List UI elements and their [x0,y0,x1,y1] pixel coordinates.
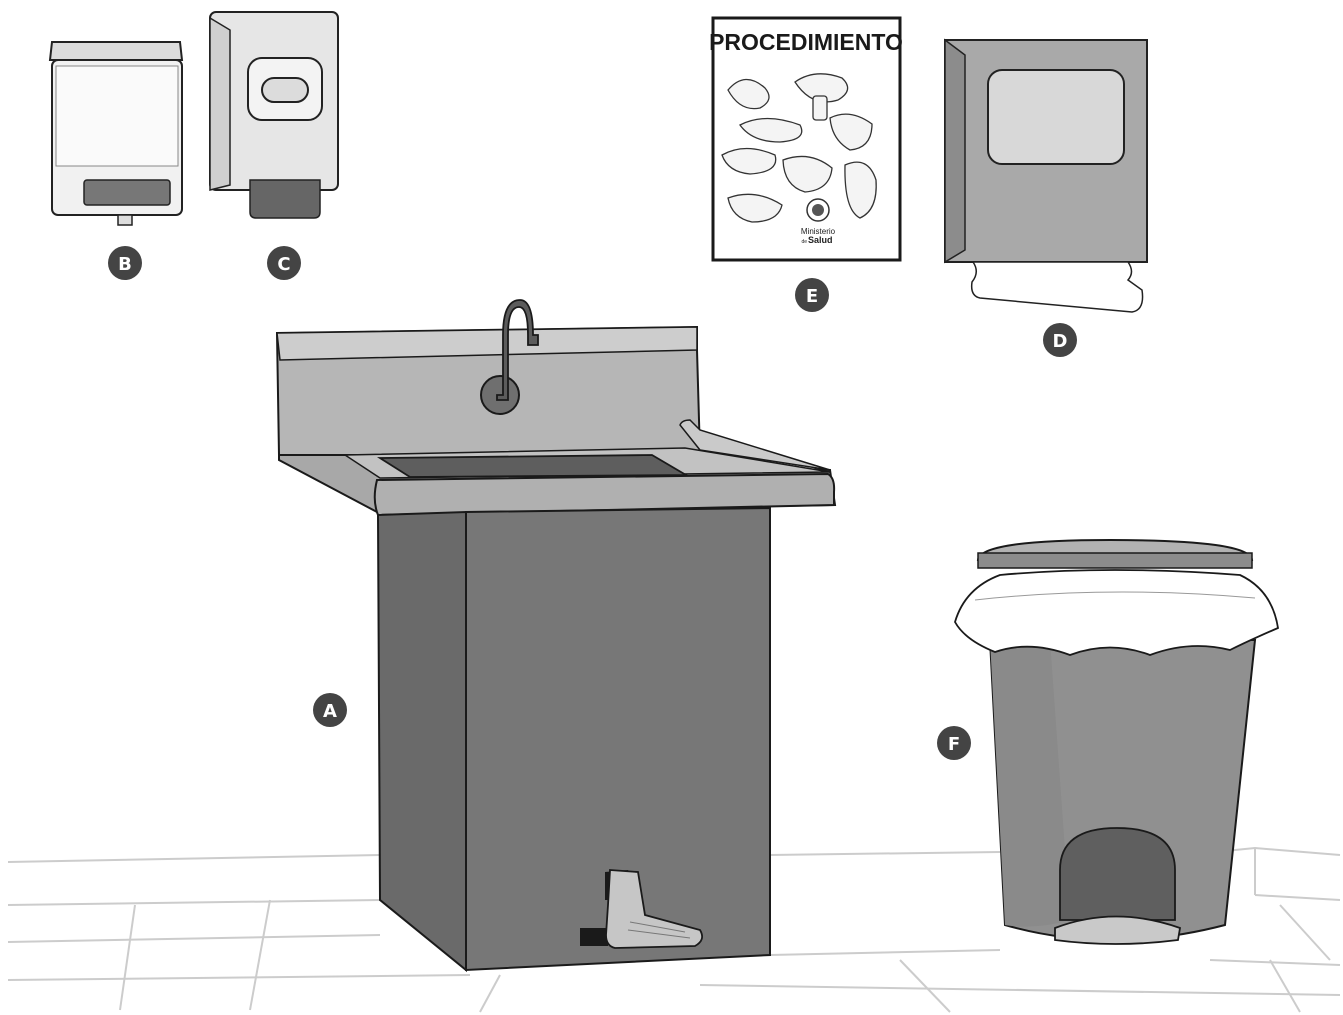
label-f: F [937,726,971,760]
label-e: E [795,278,829,312]
ministry-label-salud: Salud [808,235,833,245]
svg-text:D: D [1053,331,1068,352]
paper-towel-dispenser [945,40,1147,312]
sink [277,300,835,970]
label-d: D [1043,323,1077,357]
label-a: A [313,693,347,727]
ministry-label-de: de [801,239,807,245]
label-c: C [267,246,301,280]
svg-text:F: F [948,734,960,755]
svg-text:A: A [323,701,337,722]
svg-text:B: B [118,254,132,275]
soap-dispenser [50,42,182,225]
procedure-poster: PROCEDIMIENTO Ministerio de Salud [709,18,903,260]
svg-text:C: C [277,254,290,275]
trash-bin [955,540,1278,944]
poster-title: PROCEDIMIENTO [709,29,903,55]
sanitizer-dispenser [210,12,338,218]
label-b: B [108,246,142,280]
svg-text:E: E [806,286,818,307]
